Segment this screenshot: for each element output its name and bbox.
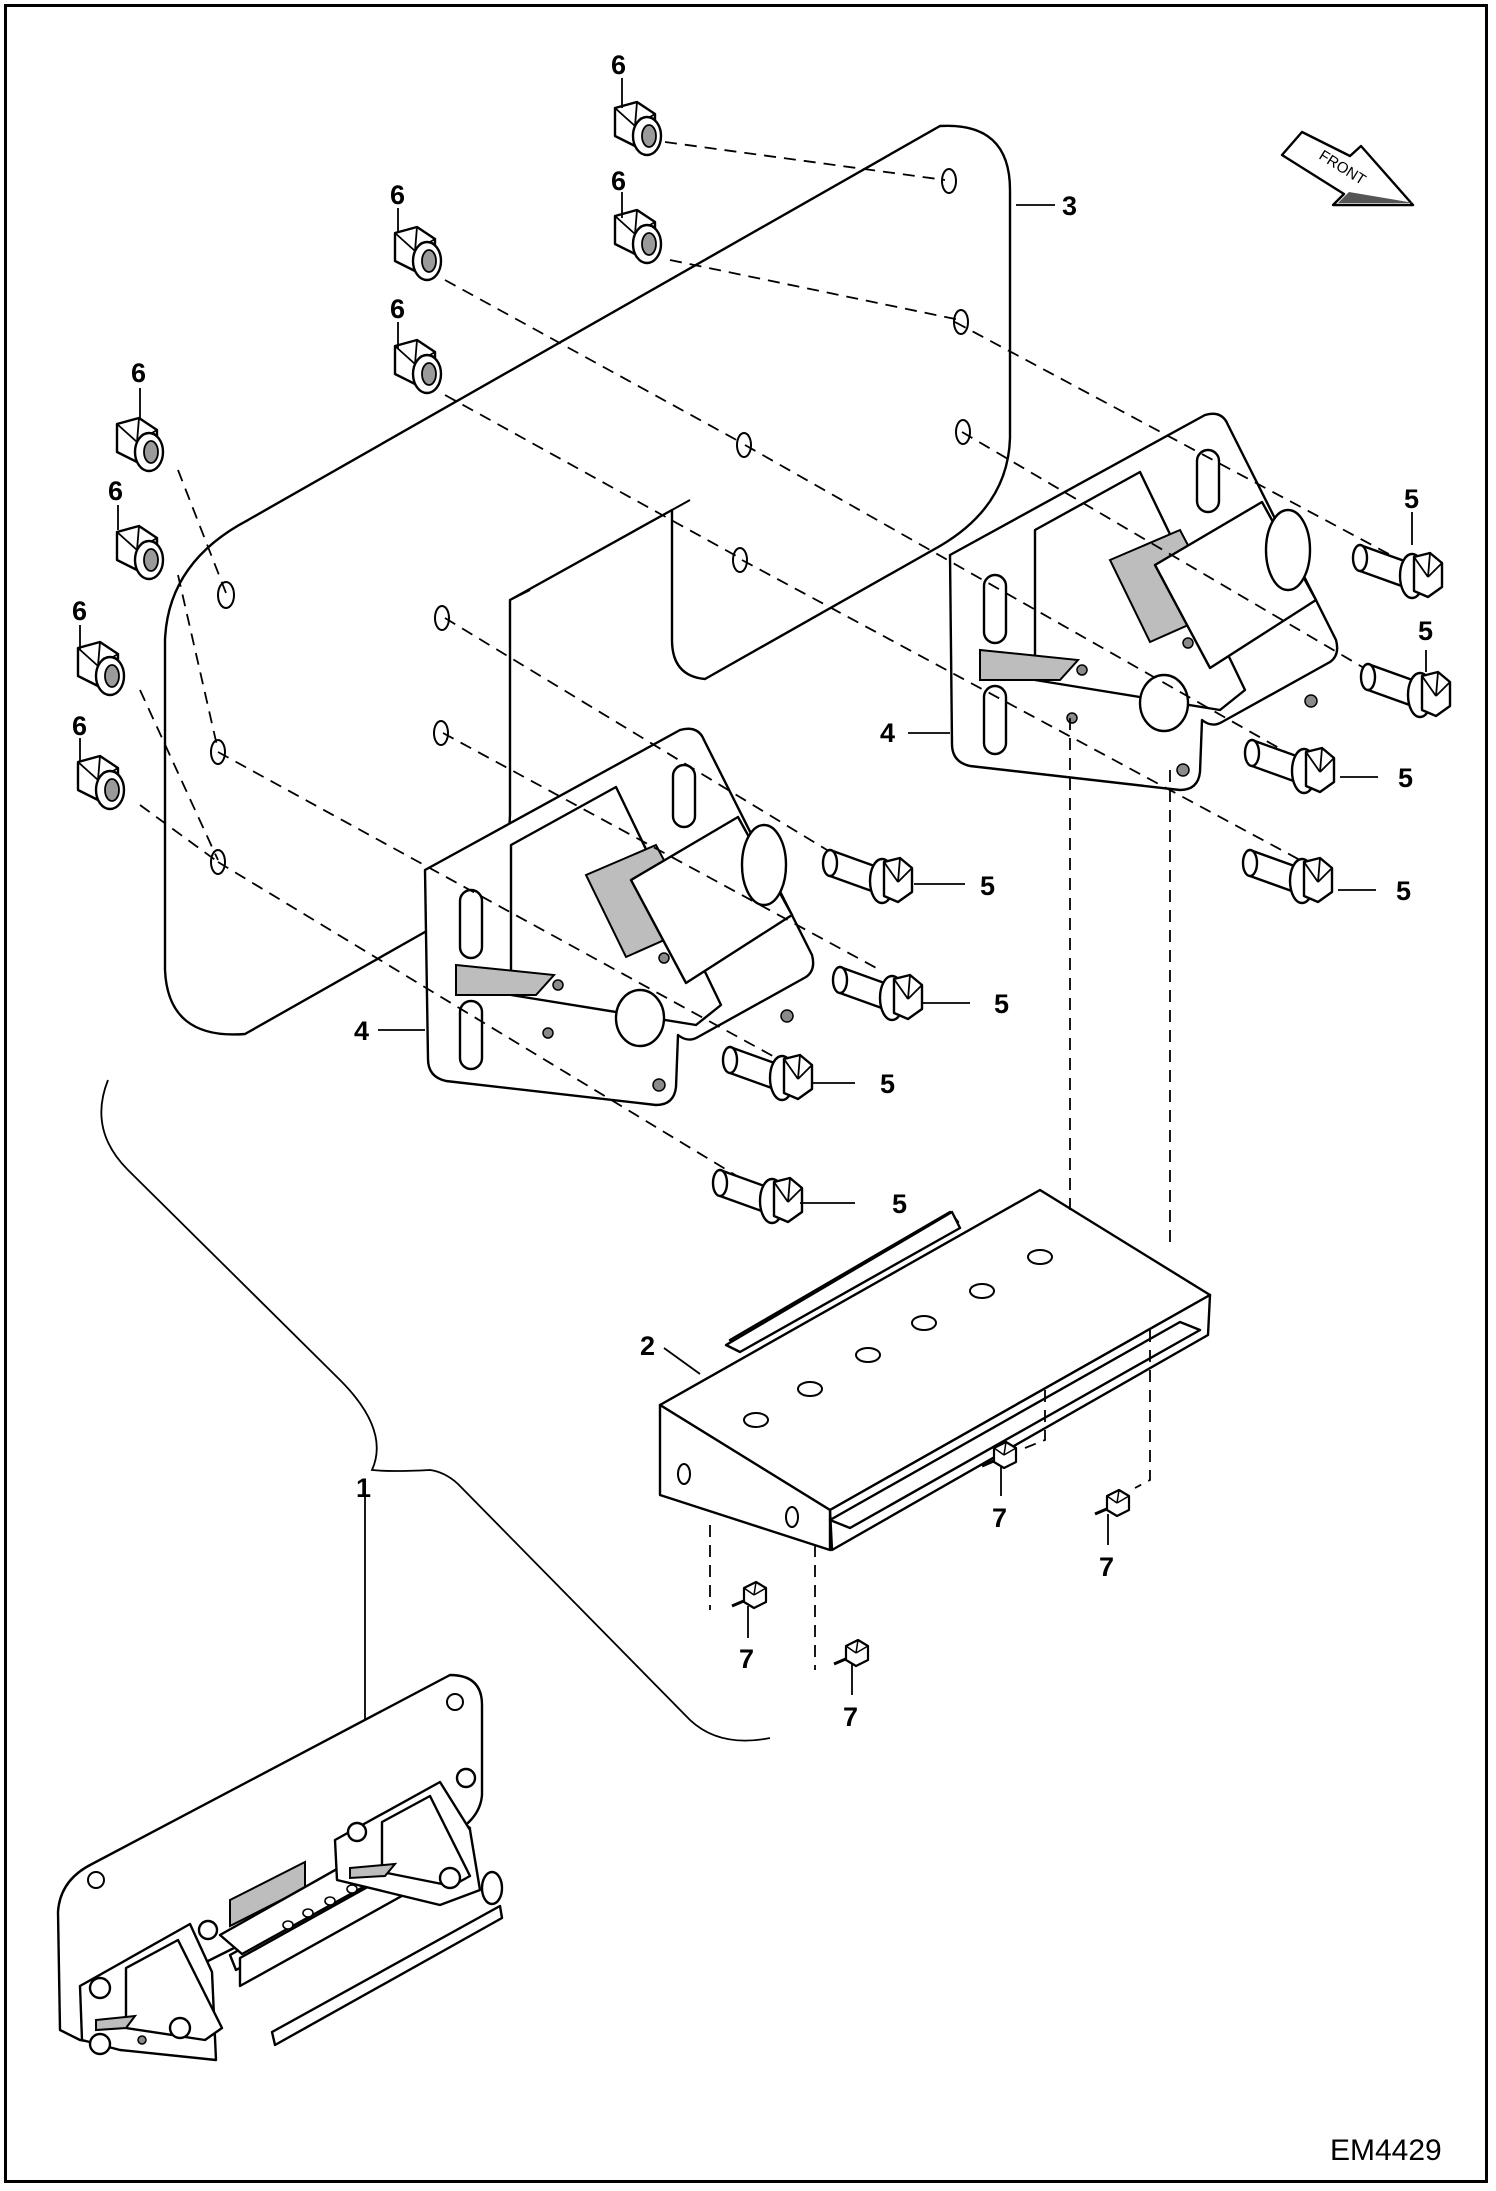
flange-bolt — [1351, 543, 1444, 600]
callout-4: 4 — [880, 718, 895, 748]
mount-bracket-upper — [948, 412, 1339, 792]
callout-7: 7 — [843, 1702, 858, 1732]
assembly-guide-lines — [139, 141, 1411, 1670]
step-bolt — [832, 1638, 870, 1668]
front-direction-arrow: FRONT — [1280, 130, 1415, 207]
callout-5: 5 — [880, 1069, 895, 1099]
flange-nut — [115, 416, 165, 473]
callout-5: 5 — [1396, 876, 1411, 906]
drawing-frame — [4, 4, 1488, 2183]
callout-leaders — [79, 78, 1427, 1720]
drawing-code: EM4429 — [1330, 2134, 1442, 2167]
callout-6: 6 — [108, 476, 123, 506]
callout-6: 6 — [390, 180, 405, 210]
callout-5: 5 — [994, 989, 1009, 1019]
assembled-view — [56, 1673, 504, 2062]
flange-nut — [393, 225, 443, 282]
callout-7: 7 — [1099, 1552, 1114, 1582]
callout-5: 5 — [1418, 616, 1433, 646]
step-bolt — [730, 1580, 768, 1610]
flange-bolt — [831, 965, 924, 1022]
callout-2: 2 — [640, 1331, 655, 1361]
callout-6: 6 — [131, 358, 146, 388]
callout-labels: 6 6 6 6 6 6 6 6 3 4 4 2 1 5 5 5 5 5 5 5 … — [72, 50, 1433, 1732]
flange-bolt — [821, 848, 914, 905]
callout-5: 5 — [1404, 484, 1419, 514]
callout-5: 5 — [980, 871, 995, 901]
callout-6: 6 — [72, 711, 87, 741]
flange-bolt — [1243, 738, 1336, 795]
flange-nut — [76, 640, 126, 697]
mount-bracket-lower — [423, 727, 815, 1107]
flange-bolt — [711, 1168, 804, 1225]
exploded-view-brace — [100, 1079, 771, 1742]
callout-6: 6 — [390, 294, 405, 324]
callout-6: 6 — [72, 596, 87, 626]
flange-nut — [115, 524, 165, 581]
callout-5: 5 — [1398, 763, 1413, 793]
flange-bolt — [1241, 848, 1334, 905]
callout-7: 7 — [739, 1644, 754, 1674]
callout-6: 6 — [611, 50, 626, 80]
callout-5: 5 — [892, 1189, 907, 1219]
callout-4: 4 — [354, 1016, 369, 1046]
callout-6: 6 — [611, 166, 626, 196]
step-plate — [658, 1188, 1212, 1552]
step-bolt — [1093, 1488, 1131, 1518]
callout-3: 3 — [1062, 191, 1077, 221]
callout-7: 7 — [992, 1503, 1007, 1533]
callout-1: 1 — [356, 1473, 371, 1503]
flange-nut — [393, 338, 443, 395]
flange-nut — [613, 100, 663, 157]
flange-bolt — [1359, 662, 1452, 719]
flange-nut — [76, 754, 126, 811]
flange-bolt — [721, 1045, 814, 1102]
